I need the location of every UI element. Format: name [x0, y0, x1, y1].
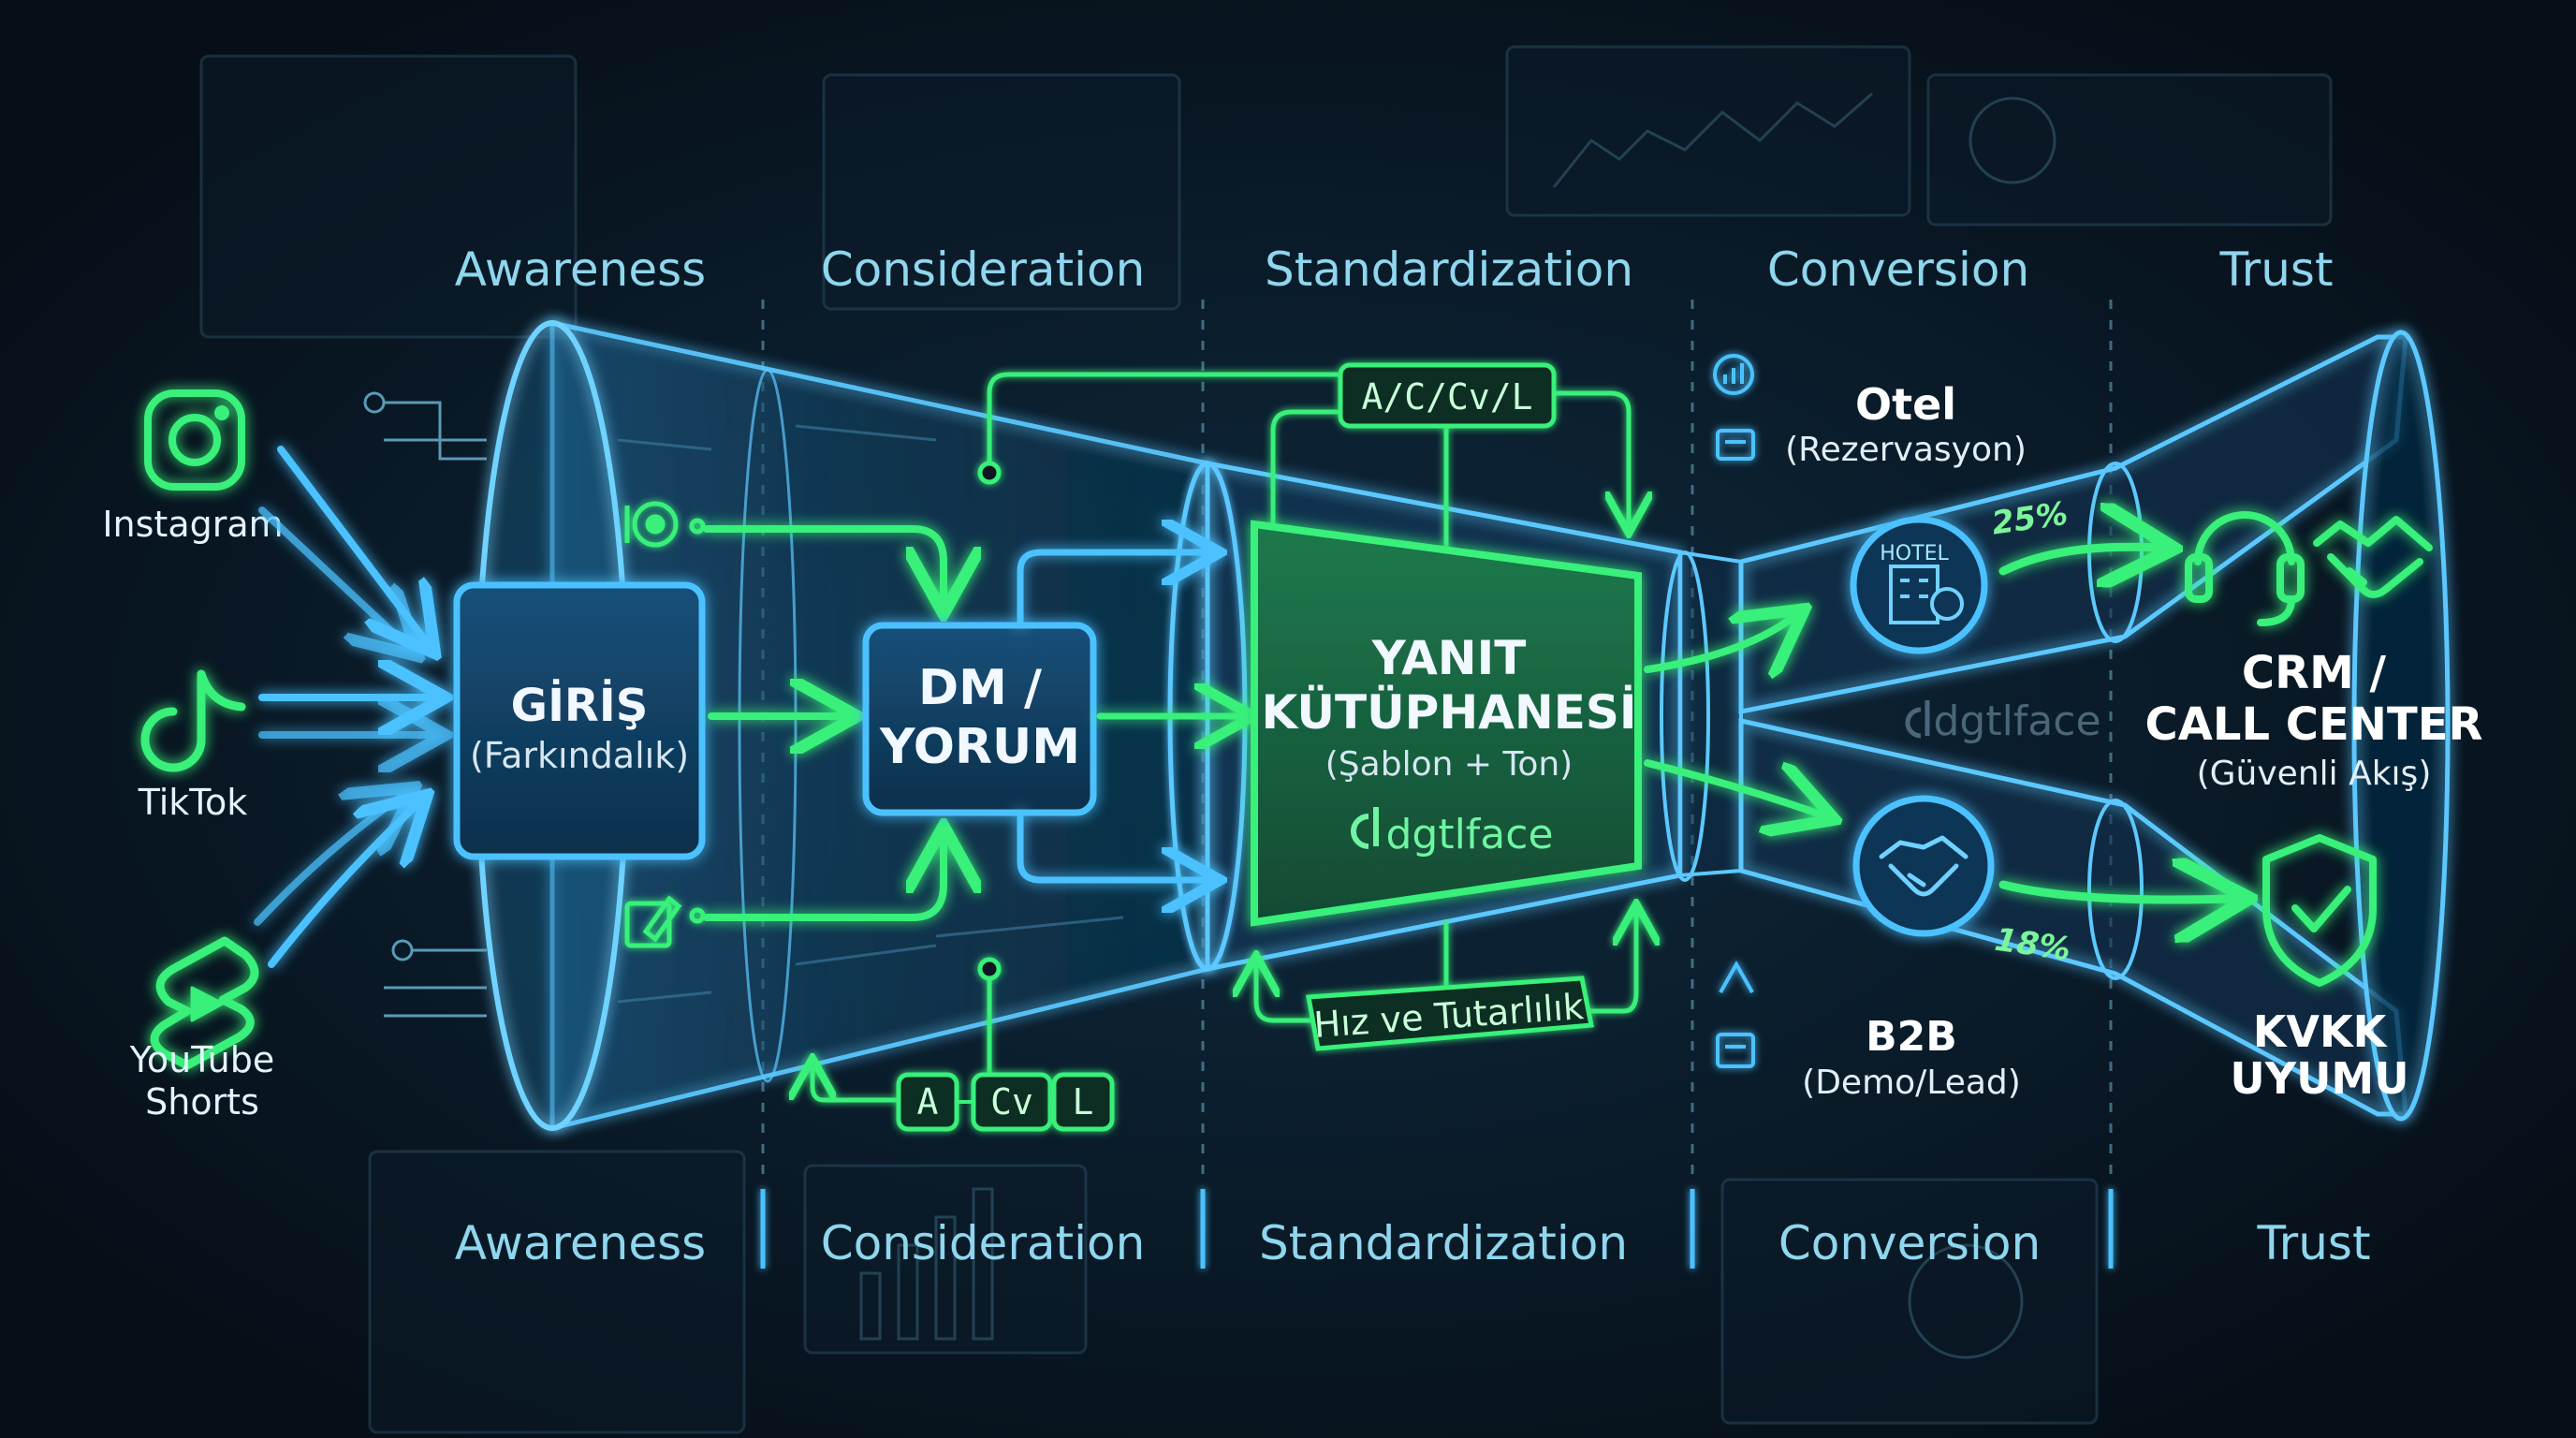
- tag-bottom-cv: Cv: [990, 1081, 1033, 1123]
- b2b-title: B2B: [1866, 1013, 1957, 1061]
- youtube-label-1: YouTube: [129, 1039, 275, 1080]
- stage-top-0: Awareness: [455, 242, 706, 297]
- instagram-label: Instagram: [102, 504, 283, 545]
- stage-top-1: Consideration: [821, 242, 1146, 297]
- crm-line2: CALL CENTER: [2145, 698, 2483, 751]
- crm-sub: (Güvenli Akış): [2197, 755, 2432, 793]
- watermark: dgtlface: [1908, 697, 2101, 745]
- library-sub: (Şablon + Ton): [1325, 745, 1573, 784]
- library-title-2: KÜTÜPHANESİ: [1262, 684, 1637, 740]
- node-dm-yorum[interactable]: DM / YORUM: [866, 625, 1093, 813]
- crm-line1: CRM /: [2242, 647, 2387, 699]
- dm-title-1: DM /: [918, 660, 1042, 716]
- library-title-1: YANIT: [1371, 631, 1527, 685]
- tiktok-label: TikTok: [138, 782, 248, 823]
- stage-bottom-3: Conversion: [1778, 1216, 2041, 1270]
- b2b-sub: (Demo/Lead): [1802, 1064, 2021, 1102]
- outcome-kvkk[interactable]: KVKK UYUMU: [2230, 1006, 2408, 1104]
- dm-title-2: YORUM: [879, 719, 1080, 775]
- tag-bottom-a: A: [917, 1081, 939, 1123]
- kvkk-line1: KVKK: [2253, 1006, 2389, 1057]
- b2b-node[interactable]: [1856, 799, 1991, 933]
- stage-bottom-0: Awareness: [455, 1216, 706, 1270]
- otel-sub: (Rezervasyon): [1785, 431, 2027, 469]
- kvkk-line2: UYUMU: [2230, 1053, 2408, 1104]
- tag-top-text: A/C/Cv/L: [1361, 376, 1532, 418]
- hotel-icon-label: HOTEL: [1880, 542, 1949, 565]
- node-yanit-kutuphanesi[interactable]: YANIT KÜTÜPHANESİ (Şablon + Ton) dgtlfac…: [1254, 524, 1638, 922]
- tags-bottom: A Cv L: [899, 1075, 1112, 1129]
- youtube-label-2: Shorts: [145, 1081, 259, 1123]
- library-brand: dgtlface: [1385, 811, 1553, 858]
- stage-top-4: Trust: [2218, 242, 2333, 297]
- tag-bottom-l: L: [1073, 1081, 1094, 1123]
- stage-bottom-4: Trust: [2256, 1216, 2370, 1270]
- giris-title: GİRİŞ: [511, 679, 649, 732]
- stage-bottom-2: Standardization: [1259, 1216, 1628, 1270]
- stage-top-3: Conversion: [1767, 242, 2029, 297]
- watermark-text: dgtlface: [1933, 697, 2100, 745]
- tag-acvl-top: A/C/Cv/L: [1340, 365, 1554, 426]
- node-giris[interactable]: GİRİŞ (Farkındalık): [457, 585, 702, 857]
- stage-bottom-1: Consideration: [821, 1216, 1146, 1270]
- hotel-node[interactable]: HOTEL: [1853, 520, 1984, 651]
- otel-title: Otel: [1855, 379, 1956, 430]
- stage-top-2: Standardization: [1265, 242, 1633, 297]
- giris-sub: (Farkındalık): [470, 735, 689, 776]
